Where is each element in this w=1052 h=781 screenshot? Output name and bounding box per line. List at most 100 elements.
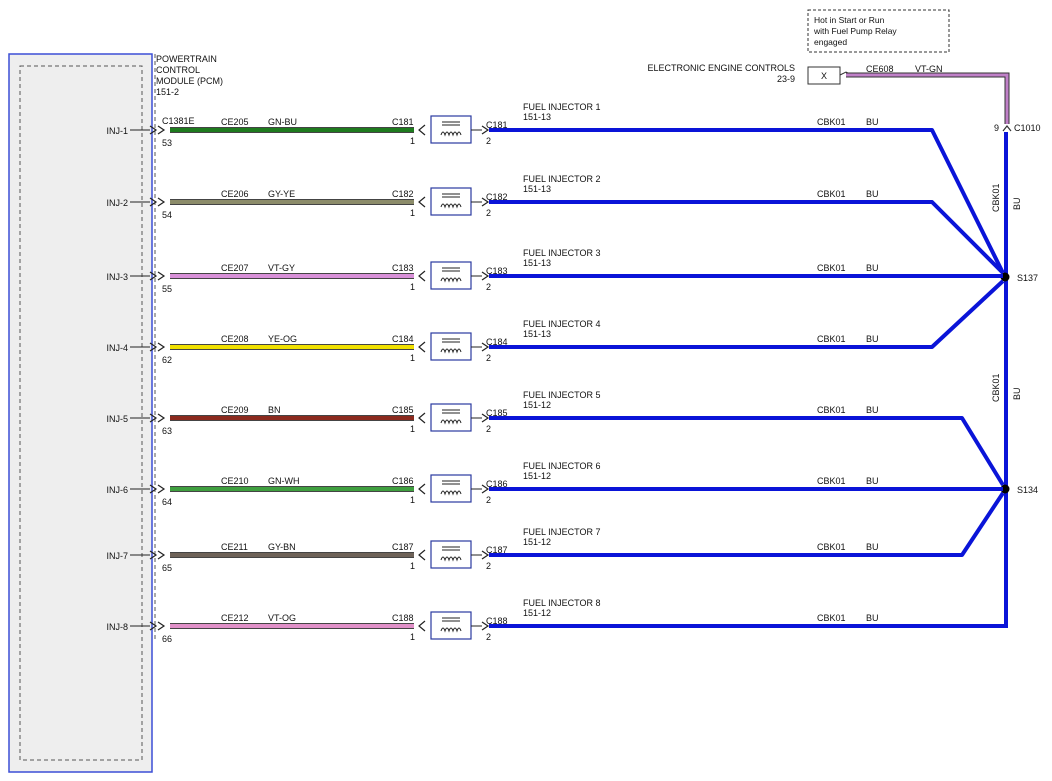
return-color-code: BU — [866, 405, 879, 415]
signal-connector: C185 — [392, 405, 414, 415]
injector-box — [430, 261, 472, 290]
pcm-title-line-1: POWERTRAIN — [156, 54, 217, 64]
return-circuit: CBK01 — [817, 189, 846, 199]
signal-connector: C188 — [392, 613, 414, 623]
injector-ref: 151-13 — [523, 329, 551, 339]
pcm-pin-arrow — [149, 413, 158, 423]
signal-circuit: CE208 — [221, 334, 249, 344]
signal-color-code: BN — [268, 405, 281, 415]
pcm-pin-arrow — [149, 484, 158, 494]
return-circuit: CBK01 — [817, 263, 846, 273]
note-line-2: with Fuel Pump Relay — [813, 26, 897, 36]
injector-name: FUEL INJECTOR 1 — [523, 102, 601, 112]
pcm-pin-arrow — [157, 271, 166, 281]
pcm-pin-number: 62 — [162, 355, 172, 365]
eec-ref: 23-9 — [777, 74, 795, 84]
signal-color-code: GY-YE — [268, 189, 295, 199]
injector-out-arrow — [481, 413, 490, 423]
injector-connector: C188 — [486, 616, 508, 626]
bus-lower-circuit: CBK01 — [991, 373, 1001, 402]
injector-in-arrow — [418, 124, 426, 136]
injector-pin-in: 1 — [410, 424, 415, 434]
return-color-code: BU — [866, 189, 879, 199]
eec-pin-arrow — [1002, 125, 1012, 132]
injector-pin-in: 1 — [410, 208, 415, 218]
injector-pin-out: 2 — [486, 208, 491, 218]
return-circuit: CBK01 — [817, 476, 846, 486]
injector-in-arrow — [418, 196, 426, 208]
injector-box — [430, 115, 472, 144]
signal-color-code: VT-OG — [268, 613, 296, 623]
injector-connector: C182 — [486, 192, 508, 202]
injector-pin-in: 1 — [410, 353, 415, 363]
splice-s137-label: S137 — [1017, 273, 1038, 283]
pcm-pin-number: 63 — [162, 426, 172, 436]
pcm-pin-arrow — [149, 550, 158, 560]
injector-box — [430, 611, 472, 640]
pcm-pin-arrow — [157, 342, 166, 352]
pcm-connector-id: C1381E — [162, 116, 195, 126]
pcm-pin-label: INJ-5 — [106, 414, 128, 424]
pcm-pin-number: 53 — [162, 138, 172, 148]
injector-out-arrow — [481, 271, 490, 281]
pcm-pin-label: INJ-3 — [106, 272, 128, 282]
return-wire-route — [668, 416, 1005, 487]
signal-connector: C182 — [392, 189, 414, 199]
pcm-pin-number: 55 — [162, 284, 172, 294]
pcm-pin-arrow — [149, 197, 158, 207]
return-wire-route — [668, 200, 1005, 275]
splice-s134-label: S134 — [1017, 485, 1038, 495]
injector-pin-in: 1 — [410, 632, 415, 642]
injector-pin-out: 2 — [486, 424, 491, 434]
return-color-code: BU — [866, 476, 879, 486]
injector-connector: C187 — [486, 545, 508, 555]
injector-box — [430, 332, 472, 361]
return-color-code: BU — [866, 117, 879, 127]
injector-ref: 151-12 — [523, 471, 551, 481]
injector-pin-in: 1 — [410, 282, 415, 292]
injector-name: FUEL INJECTOR 8 — [523, 598, 601, 608]
return-bus: S137 S134 CBK01 BU CBK01 BU — [991, 132, 1038, 628]
pcm-title-line-3: MODULE (PCM) — [156, 76, 223, 86]
return-circuit: CBK01 — [817, 405, 846, 415]
pcm-pin-number: 54 — [162, 210, 172, 220]
pcm-pin-label: INJ-4 — [106, 343, 128, 353]
injector-out-arrow — [481, 125, 490, 135]
pcm-pin-arrow — [157, 413, 166, 423]
injector-out-arrow — [481, 621, 490, 631]
return-color-code: BU — [866, 334, 879, 344]
eec-connector-box — [807, 66, 841, 85]
injector-coil-icon — [440, 419, 462, 425]
injector-connector: C181 — [486, 120, 508, 130]
injector-connector: C184 — [486, 337, 508, 347]
note-line-1: Hot in Start or Run — [814, 15, 885, 25]
return-wire-route — [668, 491, 1005, 557]
note-box: Hot in Start or Run with Fuel Pump Relay… — [807, 9, 950, 53]
injector-name: FUEL INJECTOR 3 — [523, 248, 601, 258]
signal-circuit: CE212 — [221, 613, 249, 623]
signal-circuit: CE207 — [221, 263, 249, 273]
signal-circuit: CE205 — [221, 117, 249, 127]
return-color-code: BU — [866, 263, 879, 273]
injector-pin-in: 1 — [410, 561, 415, 571]
return-color-code: BU — [866, 542, 879, 552]
injector-box — [430, 540, 472, 569]
injector-pin-out: 2 — [486, 282, 491, 292]
injector-in-arrow — [418, 620, 426, 632]
injector-box — [430, 474, 472, 503]
injector-in-arrow — [418, 270, 426, 282]
injector-connector: C185 — [486, 408, 508, 418]
signal-color-code: YE-OG — [268, 334, 297, 344]
note-border — [807, 9, 950, 53]
injector-out-arrow — [481, 197, 490, 207]
return-wire-route — [668, 279, 1005, 349]
eec-connector: C1010 — [1014, 123, 1041, 133]
injector-in-arrow — [418, 412, 426, 424]
